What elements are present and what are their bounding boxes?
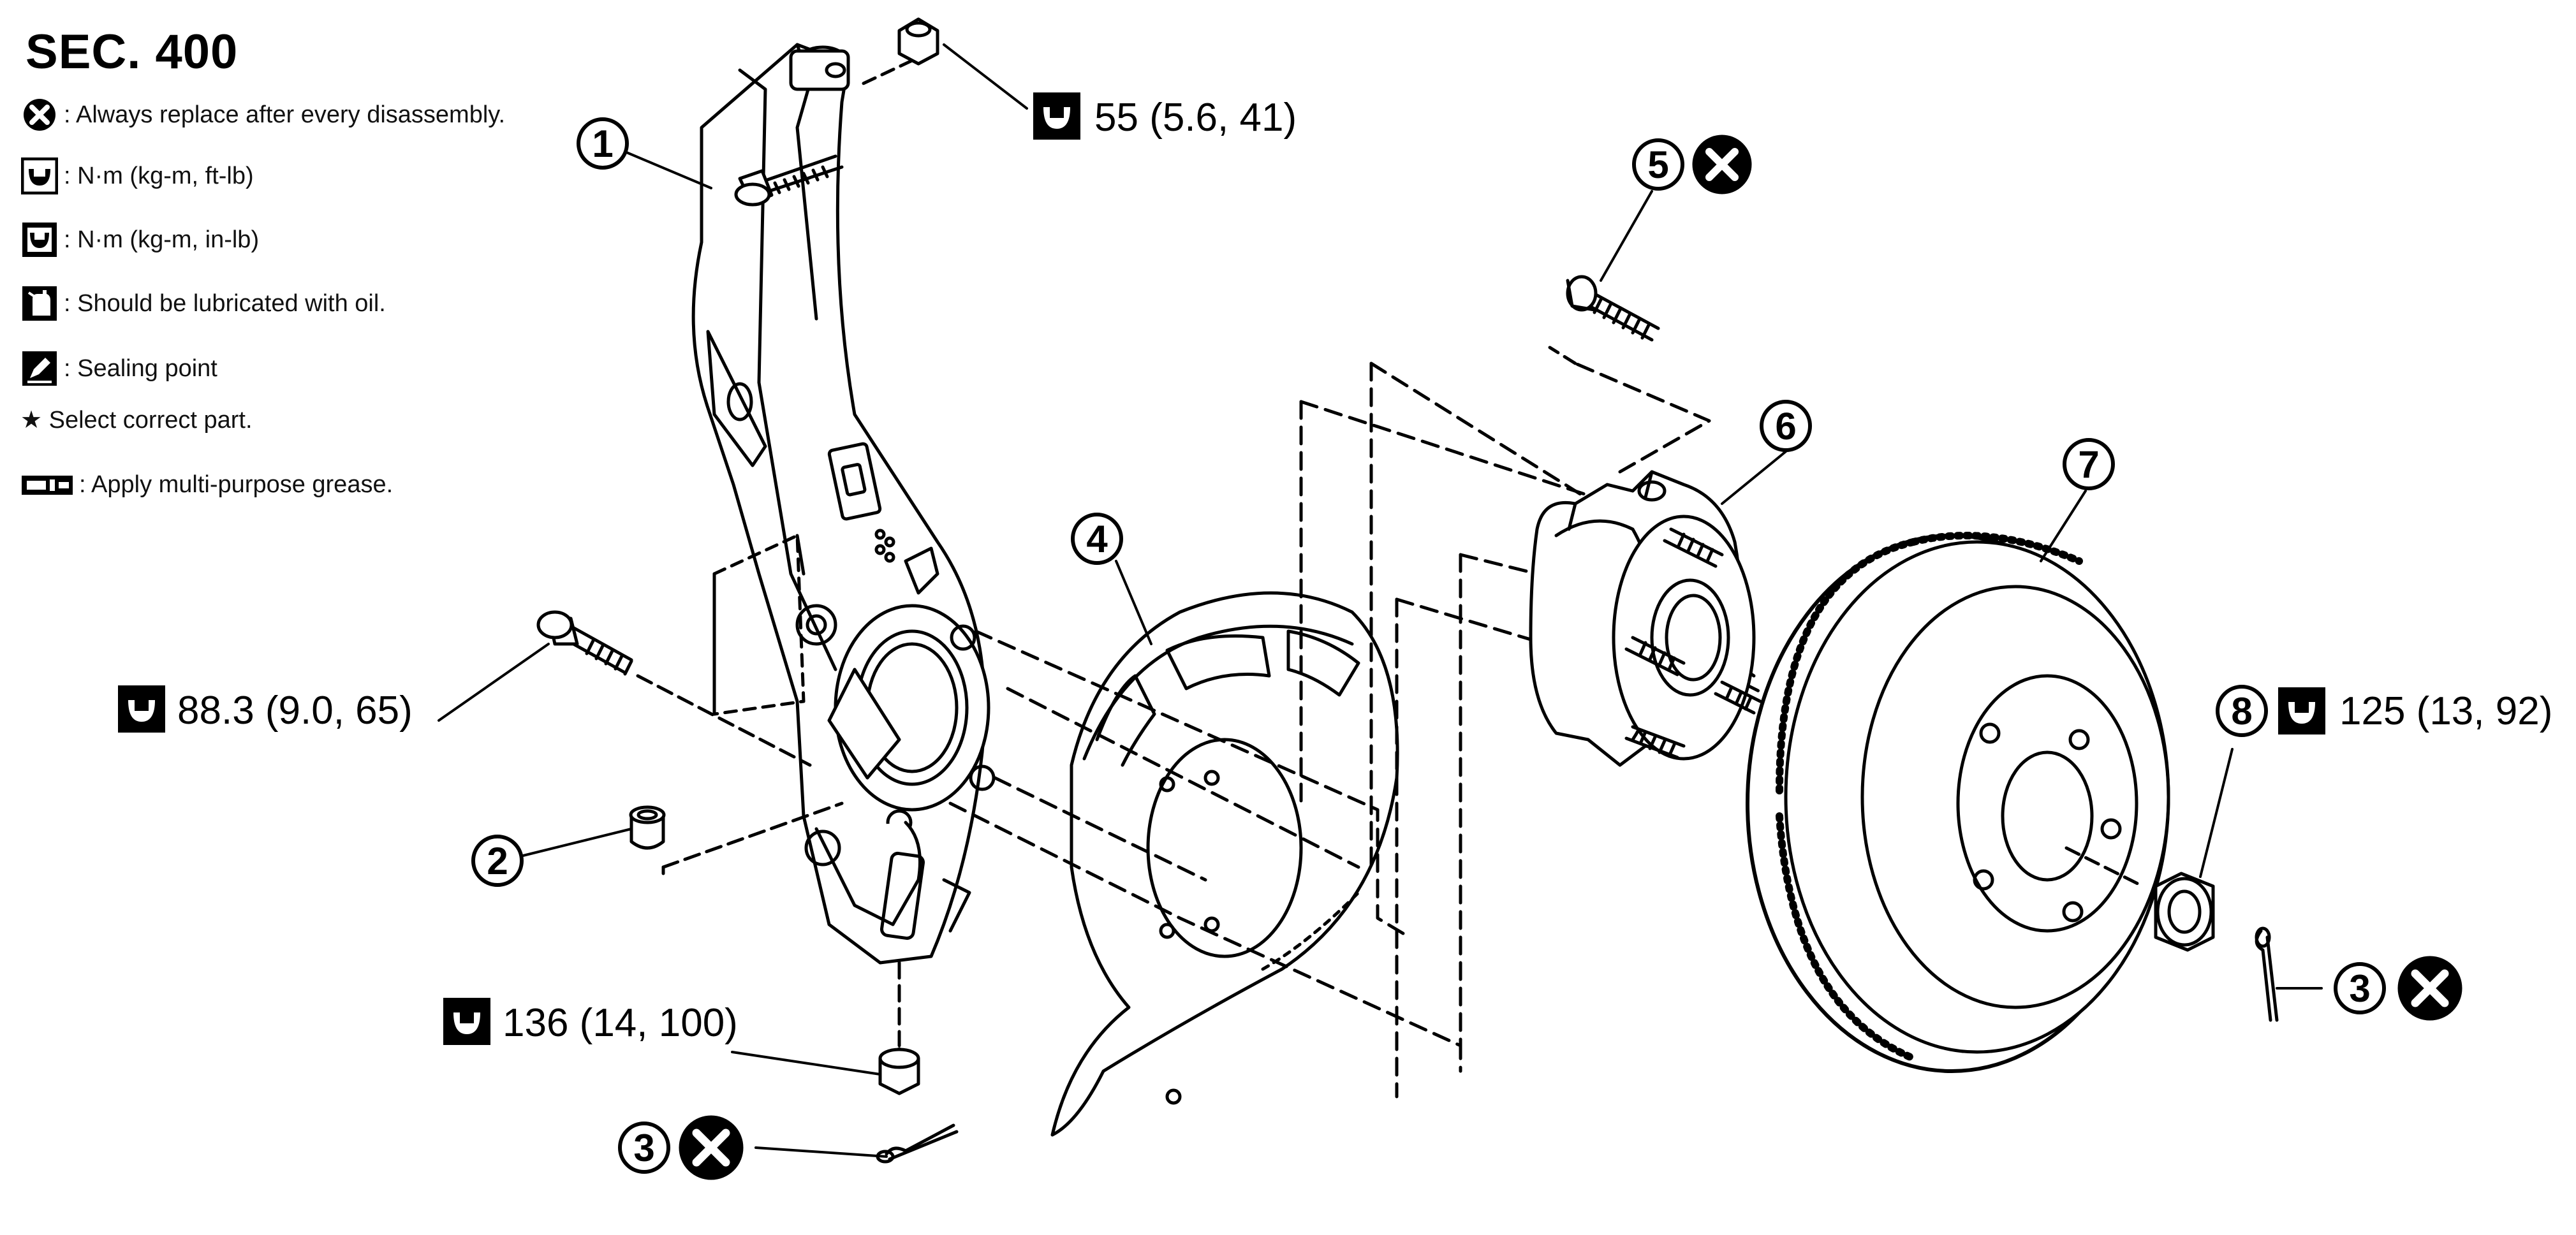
svg-text:6: 6 — [1775, 405, 1796, 448]
callout-6: 6 — [1760, 400, 1812, 452]
knuckle-bolt — [536, 610, 633, 676]
torque-label-125: 125 (13, 92) — [2339, 689, 2552, 733]
torque-icon-125 — [2278, 687, 2325, 734]
torque-icon-88 — [118, 685, 165, 733]
torque-label-88: 88.3 (9.0, 65) — [177, 689, 413, 733]
legend-item-replace: : Always replace after every disassembly… — [20, 96, 505, 134]
svg-text:3: 3 — [633, 1127, 654, 1169]
torque-icon-55 — [1033, 92, 1080, 140]
replace-icon-3-lower — [679, 1115, 744, 1180]
legend-text-replace: : Always replace after every disassembly… — [64, 101, 506, 128]
upper-bolt — [734, 154, 844, 207]
lower-cotter-pin — [876, 1123, 959, 1164]
hub-assembly — [1529, 470, 1762, 767]
svg-text:4: 4 — [1086, 518, 1108, 560]
svg-text:1: 1 — [592, 122, 613, 165]
sealing-point-icon — [20, 349, 59, 388]
legend-text-oil: : Should be lubricated with oil. — [64, 289, 386, 317]
callout-2: 2 — [471, 835, 524, 887]
torque-label-55: 55 (5.6, 41) — [1094, 96, 1297, 140]
always-replace-icon — [20, 96, 59, 134]
callout-5: 5 — [1632, 138, 1684, 191]
right-cotter-pin — [2255, 926, 2279, 1022]
legend-item-oil: : Should be lubricated with oil. — [20, 284, 386, 323]
legend-text-sealing: : Sealing point — [64, 354, 217, 382]
torque-label-136: 136 (14, 100) — [503, 1001, 738, 1045]
legend-item-select-part: ★ Select correct part. — [20, 406, 253, 434]
svg-text:2: 2 — [487, 840, 508, 882]
legend-item-grease: : Apply multi-purpose grease. — [20, 465, 393, 504]
section-title: SEC. 400 — [26, 25, 239, 79]
oil-can-icon — [20, 284, 59, 323]
bushing — [629, 805, 666, 850]
legend-text-torque-ft-lb: : N·m (kg-m, ft-lb) — [64, 162, 254, 189]
hub-bolt — [1566, 275, 1660, 342]
wheel-nut — [2154, 872, 2215, 952]
legend-item-torque-in-lb: : N·m (kg-m, in-lb) — [20, 221, 259, 259]
legend-item-sealing: : Sealing point — [20, 349, 217, 388]
callout-8: 8 — [2216, 685, 2268, 737]
torque-icon-136 — [443, 998, 490, 1045]
replace-icon-5 — [1692, 135, 1752, 194]
brake-rotor — [1746, 532, 2170, 1073]
torque-in-lb-icon — [20, 221, 59, 259]
callout-1: 1 — [577, 117, 629, 170]
svg-text:5: 5 — [1647, 143, 1668, 186]
leader-lines — [438, 43, 2323, 1158]
callout-3-right: 3 — [2334, 962, 2386, 1014]
replace-icon-3-right — [2397, 956, 2462, 1021]
svg-text:8: 8 — [2231, 690, 2252, 733]
callout-4: 4 — [1071, 513, 1123, 565]
svg-text:3: 3 — [2349, 967, 2370, 1010]
torque-ft-lb-icon — [20, 157, 59, 195]
legend-text-torque-in-lb: : N·m (kg-m, in-lb) — [64, 226, 260, 253]
steering-knuckle — [691, 43, 996, 965]
upper-nut — [897, 17, 939, 66]
grease-gun-icon — [20, 465, 74, 504]
splash-guard — [1050, 591, 1399, 1137]
svg-text:7: 7 — [2078, 443, 2099, 486]
legend-text-select-part: ★ Select correct part. — [20, 407, 253, 434]
legend-text-grease: : Apply multi-purpose grease. — [79, 471, 394, 498]
callout-7: 7 — [2063, 438, 2115, 490]
legend-item-torque-ft-lb: : N·m (kg-m, ft-lb) — [20, 157, 254, 195]
callout-3-lower: 3 — [618, 1122, 670, 1174]
lower-nut — [878, 1047, 920, 1095]
